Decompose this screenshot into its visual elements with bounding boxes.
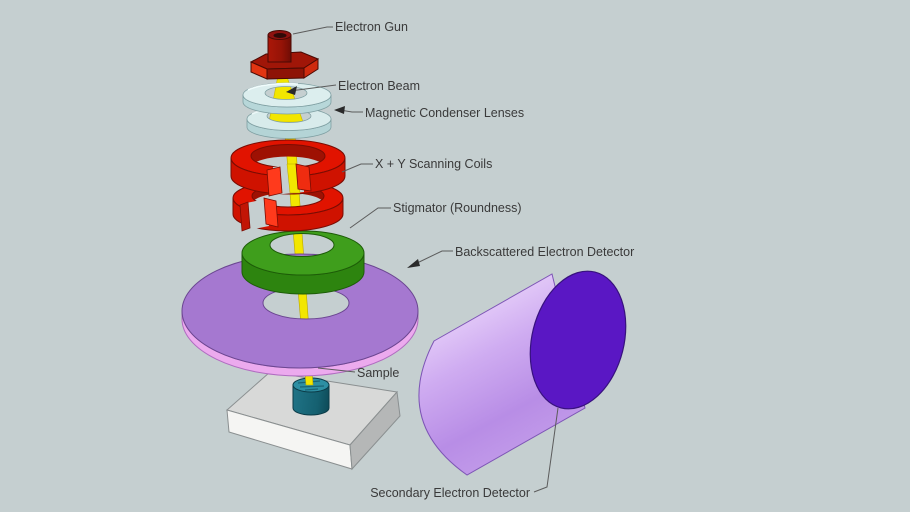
upper-coil-cut-end-right [295,163,312,192]
backscattered-detector-model[interactable] [181,253,419,377]
sample-side [292,384,330,416]
gun-plate-front-mid [266,67,305,80]
leader-electron-beam [289,84,337,92]
label-sample: Sample [357,366,399,380]
leader-sample [317,367,356,373]
lower-coil-cut-end-right [263,197,279,228]
label-electron-beam: Electron Beam [338,79,420,93]
upper-coil-cut-end-left [266,166,283,197]
arrowhead-backscattered [407,259,420,268]
label-xy-scanning-coils: X + Y Scanning Coils [375,157,492,171]
leader-electron-gun [292,26,333,35]
electron-gun-model[interactable] [249,30,320,80]
gun-cylinder-hole [273,33,287,38]
lower-coil-gap [246,199,269,230]
label-magnetic-condenser-lenses: Magnetic Condenser Lenses [365,106,524,120]
leader-lines [286,26,559,493]
upper-coil-inner-wall [251,144,325,168]
secondary-electron-detector-model[interactable] [418,261,640,476]
leader-backscattered [412,250,453,266]
stigmator-model[interactable] [241,230,365,295]
arrowhead-electron-beam [286,86,297,95]
leader-secondary-detector [533,407,559,493]
lower-coil-cut-end-left [239,201,251,232]
lens1-highlight [247,82,299,91]
gun-plate-front-right [303,58,319,79]
label-stigmator: Stigmator (Roundness) [393,201,522,215]
labels: Electron Gun Electron Beam Magnetic Cond… [335,20,634,500]
label-backscattered-detector: Backscattered Electron Detector [455,245,634,259]
secondary-detector-face [529,270,627,410]
block-right-face [349,390,401,471]
arrowhead-condenser-lenses [334,106,345,114]
leader-scanning-coils [341,163,373,173]
label-secondary-detector: Secondary Electron Detector [370,486,530,500]
upper-coil-band [230,157,346,195]
leader-stigmator [349,207,391,229]
stigmator-top-face [241,230,365,276]
scanning-coils-model[interactable] [230,139,346,232]
label-electron-gun: Electron Gun [335,20,408,34]
